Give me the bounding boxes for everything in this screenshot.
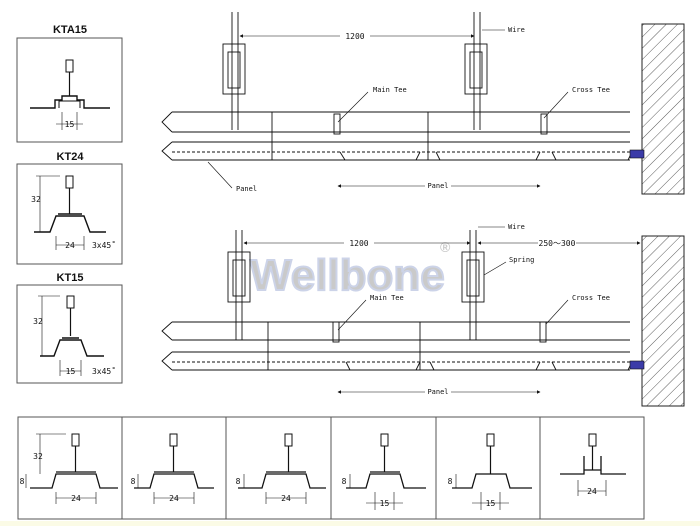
watermark-reg: ® (440, 239, 451, 255)
section-6-width: 24 (587, 487, 597, 496)
section-1-width: 24 (71, 494, 81, 503)
sections-row: 32 8 24 8 24 (17, 416, 645, 520)
top-cross-tee-label: Cross Tee (572, 86, 610, 94)
section-3: 8 24 (236, 433, 326, 504)
elevation-bottom: 1200 250～300 Wire Spring Main Tee Cross … (161, 223, 685, 407)
top-panel-left-label: Panel (236, 185, 257, 193)
bottom-wire-label: Wire (508, 223, 525, 231)
top-wire-label: Wire (508, 26, 525, 34)
section-3-step: 8 (236, 477, 241, 486)
kt24-width: 24 (65, 241, 75, 250)
section-1-step: 8 (20, 477, 25, 486)
section-1-height: 32 (33, 452, 43, 461)
bottom-spring-label: Spring (509, 256, 534, 264)
kt15-height: 32 (33, 317, 43, 326)
section-4-width: 15 (380, 499, 390, 508)
kta15-width: 15 (65, 120, 75, 129)
section-1: 32 8 24 (20, 433, 118, 504)
section-3-width: 24 (281, 494, 291, 503)
watermark: Wellbone ® (249, 239, 451, 301)
profile-kt24: KT24 32 24 3x45˚ (16, 151, 123, 265)
wall-angle-bottom (629, 360, 645, 370)
profile-kt24-title: KT24 (57, 151, 85, 163)
top-main-tee-label: Main Tee (373, 86, 407, 94)
bottom-strip (0, 521, 700, 526)
kt15-width: 15 (66, 367, 76, 376)
bottom-wall-span: 250～300 (539, 239, 576, 248)
section-5: 8 15 (448, 433, 532, 510)
wall-bottom (641, 235, 685, 407)
top-span-1200: 1200 (345, 32, 364, 41)
profile-kt15: KT15 32 15 3x45˚ (16, 272, 123, 384)
section-5-step: 8 (448, 477, 453, 486)
kt24-height: 32 (31, 195, 41, 204)
watermark-text: Wellbone (250, 251, 445, 300)
wall-angle-top (629, 149, 645, 159)
bottom-panel-label: Panel (427, 388, 448, 396)
section-5-width: 15 (486, 499, 496, 508)
kt15-bevel: 3x45˚ (92, 366, 116, 376)
elevation-top: 1200 Wire Main Tee Cross Tee Pa (161, 12, 685, 195)
bottom-span-1200: 1200 (349, 239, 368, 248)
profile-kt15-title: KT15 (57, 272, 84, 284)
kt24-bevel: 3x45˚ (92, 240, 116, 250)
section-4: 8 15 (342, 433, 426, 510)
section-6: 24 (560, 433, 626, 496)
section-2-step: 8 (131, 477, 136, 486)
top-panel-mid-label: Panel (427, 182, 448, 190)
profile-kta15-title: KTA15 (53, 24, 87, 36)
wall-top (641, 23, 685, 195)
section-4-step: 8 (342, 477, 347, 486)
bottom-main-tee-label: Main Tee (370, 294, 404, 302)
section-2-width: 24 (169, 494, 179, 503)
bottom-cross-tee-label: Cross Tee (572, 294, 610, 302)
section-2: 8 24 (131, 433, 214, 504)
profile-kta15: KTA15 15 (16, 24, 123, 143)
